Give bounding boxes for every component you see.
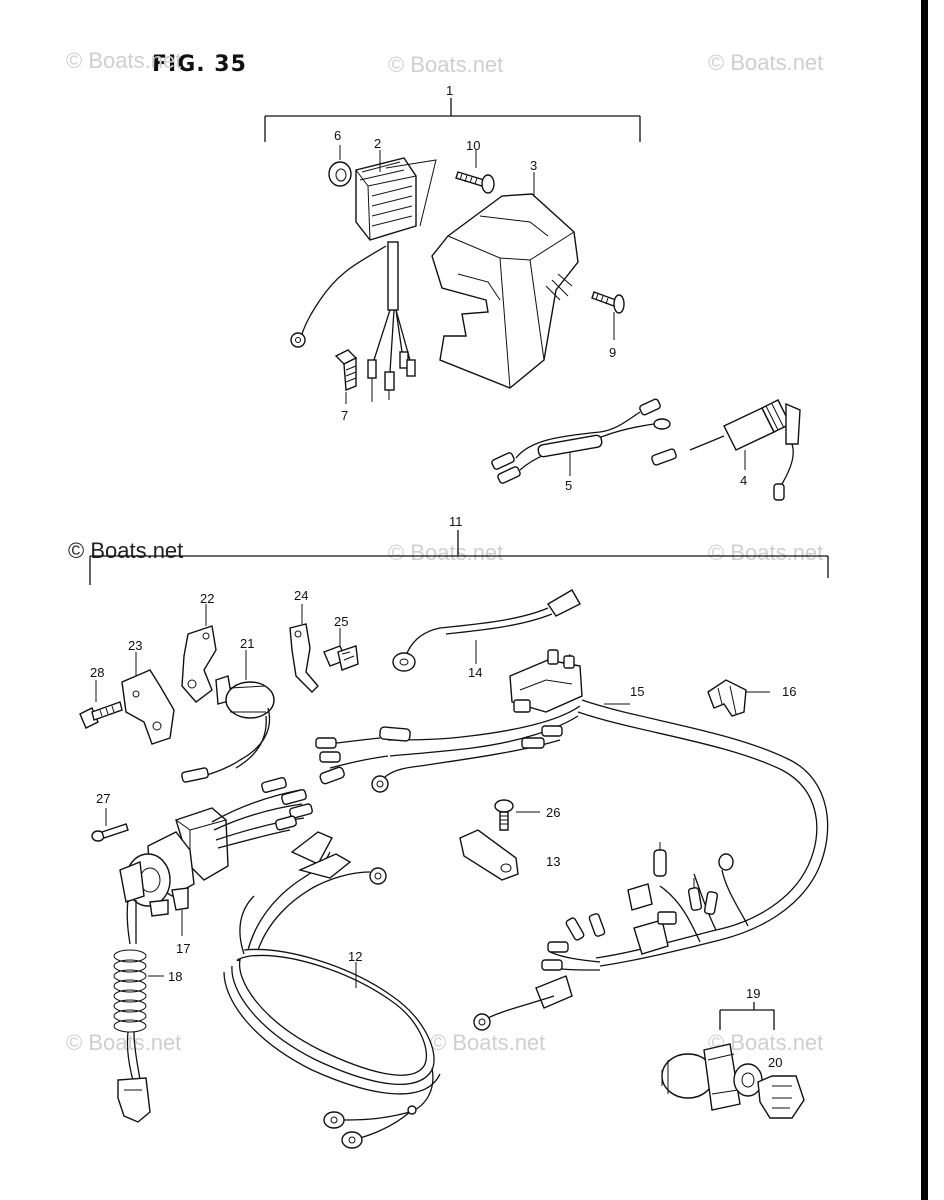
figure-title: FIG. 35 — [152, 52, 247, 77]
part-17-key-switch — [119, 777, 313, 945]
callout-labels: 1 2 3 4 5 6 7 9 10 11 12 13 14 15 16 17 … — [90, 83, 796, 1070]
callout-24: 24 — [294, 588, 308, 603]
callout-6: 6 — [334, 128, 341, 143]
callout-20: 20 — [768, 1055, 782, 1070]
page-edge-strip — [928, 0, 944, 1200]
callout-17: 17 — [176, 941, 190, 956]
part-19-ignition-switch — [661, 1002, 775, 1111]
callout-26: 26 — [546, 805, 560, 820]
watermark: © Boats.net — [388, 540, 504, 565]
callout-16: 16 — [782, 684, 796, 699]
callout-14: 14 — [468, 665, 482, 680]
watermark: © Boats.net — [388, 52, 504, 77]
part-28-bolt — [79, 680, 123, 729]
part-6-grommet — [328, 145, 352, 187]
callout-13: 13 — [546, 854, 560, 869]
part-20-key — [757, 1075, 805, 1119]
callout-4: 4 — [740, 473, 747, 488]
part-15-harness — [315, 649, 829, 1031]
part-24-clamp — [289, 604, 319, 693]
watermark: © Boats.net — [430, 1030, 546, 1055]
callout-21: 21 — [240, 636, 254, 651]
callout-9: 9 — [609, 345, 616, 360]
callout-25: 25 — [334, 614, 348, 629]
callout-7: 7 — [341, 408, 348, 423]
part-4-switch — [651, 399, 801, 501]
part-10-screw — [455, 150, 495, 194]
part-9-screw — [591, 291, 625, 340]
callout-12: 12 — [348, 949, 362, 964]
callout-18: 18 — [168, 969, 182, 984]
callout-19: 19 — [746, 986, 760, 1001]
watermark: © Boats.net — [708, 50, 824, 75]
callout-5: 5 — [565, 478, 572, 493]
part-26-screw — [494, 799, 540, 831]
callout-15: 15 — [630, 684, 644, 699]
part-3-cover — [431, 172, 579, 389]
part-27-screw — [91, 808, 129, 842]
part-12-harness-coil — [223, 831, 441, 1149]
watermark: © Boats.net — [66, 48, 182, 73]
part-18-lanyard — [113, 949, 164, 1123]
part-14-lead-wire — [392, 589, 581, 672]
part-21-switch — [181, 650, 275, 783]
callout-10: 10 — [466, 138, 480, 153]
part-2-rectifier — [290, 150, 437, 402]
callout-23: 23 — [128, 638, 142, 653]
watermark: © Boats.net — [66, 1030, 182, 1055]
part-13-bracket — [459, 829, 519, 881]
callout-1: 1 — [446, 83, 453, 98]
watermark: © Boats.net — [708, 540, 824, 565]
part-22-bracket — [181, 604, 217, 703]
callout-11: 11 — [449, 514, 463, 529]
watermark-main: © Boats.net — [68, 538, 184, 563]
callout-28: 28 — [90, 665, 104, 680]
group-bracket-11 — [89, 530, 829, 585]
group-bracket-1 — [264, 98, 641, 142]
part-16-clip — [707, 679, 770, 717]
part-25-bolt — [323, 628, 359, 671]
callout-22: 22 — [200, 591, 214, 606]
part-23-bracket — [121, 652, 175, 745]
part-5-lead-wire — [491, 398, 671, 484]
callout-2: 2 — [374, 136, 381, 151]
callout-27: 27 — [96, 791, 110, 806]
part-7-bolt — [334, 349, 358, 404]
callout-3: 3 — [530, 158, 537, 173]
